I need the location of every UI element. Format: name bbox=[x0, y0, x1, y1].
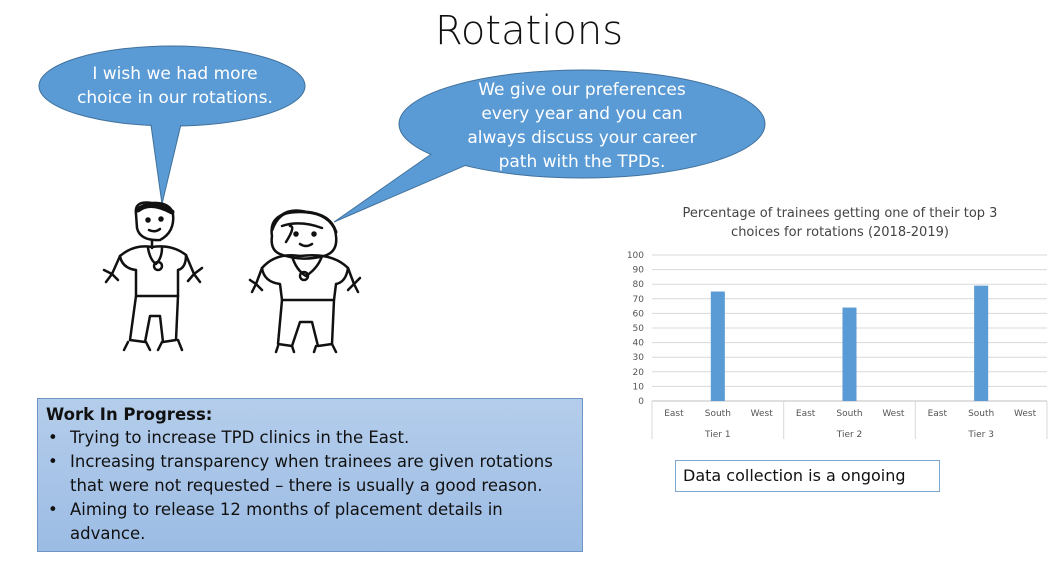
y-tick-label: 60 bbox=[633, 309, 645, 319]
y-tick-label: 20 bbox=[633, 368, 645, 378]
y-tick-label: 80 bbox=[633, 280, 645, 290]
x-tick-label: East bbox=[664, 409, 684, 419]
work-in-progress-box: Work In Progress: • Trying to increase TP… bbox=[37, 398, 583, 552]
speech-bubble-right-text: We give our preferences every year and y… bbox=[442, 78, 722, 174]
doctor-figure-left bbox=[102, 201, 204, 352]
bubble-right-line: We give our preferences bbox=[478, 80, 686, 100]
speech-bubble-left bbox=[38, 45, 306, 205]
work-in-progress-list: • Trying to increase TPD clinics in the E… bbox=[46, 426, 574, 546]
group-label: Tier 2 bbox=[836, 430, 863, 440]
data-collection-note: Data collection is a ongoing bbox=[675, 460, 940, 492]
y-tick-label: 30 bbox=[633, 353, 645, 363]
illustration bbox=[38, 45, 766, 354]
chart-title-line: Percentage of trainees getting one of th… bbox=[682, 206, 998, 221]
y-tick-label: 70 bbox=[633, 295, 645, 305]
x-tick-label: East bbox=[928, 409, 948, 419]
page-title: Rotations bbox=[434, 8, 624, 54]
x-tick-label: West bbox=[882, 409, 905, 419]
y-tick-label: 40 bbox=[633, 339, 645, 349]
bullet-icon: • bbox=[48, 500, 58, 519]
doctor-figure-right bbox=[248, 209, 362, 354]
group-label: Tier 3 bbox=[967, 430, 994, 440]
chart-title-line: choices for rotations (2018-2019) bbox=[731, 225, 949, 240]
y-tick-label: 10 bbox=[633, 382, 645, 392]
list-item: • Trying to increase TPD clinics in the E… bbox=[46, 426, 574, 450]
bullet-icon: • bbox=[48, 428, 58, 447]
x-tick-label: East bbox=[796, 409, 816, 419]
bubble-right-line: every year and you can bbox=[481, 104, 683, 124]
bar bbox=[710, 291, 725, 401]
list-item-text: Trying to increase TPD clinics in the Ea… bbox=[70, 428, 410, 447]
bubble-left-line: choice in our rotations. bbox=[77, 88, 273, 108]
list-item-text: Increasing transparency when trainees ar… bbox=[70, 452, 553, 471]
list-item: • Increasing transparency when trainees a… bbox=[46, 450, 574, 498]
list-item: • Aiming to release 12 months of placemen… bbox=[46, 498, 574, 546]
speech-bubble-right bbox=[333, 69, 766, 223]
y-tick-label: 50 bbox=[633, 324, 645, 334]
bullet-icon: • bbox=[48, 452, 58, 471]
work-in-progress-title: Work In Progress: bbox=[46, 405, 213, 424]
speech-bubble-left-text: I wish we had more choice in our rotatio… bbox=[60, 62, 290, 110]
y-tick-label: 90 bbox=[633, 266, 645, 276]
bubble-right-line: always discuss your career bbox=[467, 128, 697, 148]
x-tick-label: West bbox=[1014, 409, 1037, 419]
bar bbox=[974, 285, 989, 401]
bar bbox=[842, 307, 857, 401]
x-tick-label: South bbox=[705, 409, 731, 419]
x-tick-label: South bbox=[968, 409, 994, 419]
bubble-left-line: I wish we had more bbox=[92, 64, 258, 84]
list-item-text: that were not requested – there is usual… bbox=[70, 476, 543, 495]
y-tick-label: 100 bbox=[627, 251, 644, 261]
x-tick-label: South bbox=[836, 409, 862, 419]
bubble-right-line: path with the TPDs. bbox=[498, 152, 666, 172]
chart-title: Percentage of trainees getting one of th… bbox=[640, 204, 1040, 242]
x-tick-label: West bbox=[751, 409, 774, 419]
group-label: Tier 1 bbox=[704, 430, 731, 440]
list-item-text: Aiming to release 12 months of placement… bbox=[70, 500, 503, 543]
y-tick-label: 0 bbox=[638, 397, 644, 407]
